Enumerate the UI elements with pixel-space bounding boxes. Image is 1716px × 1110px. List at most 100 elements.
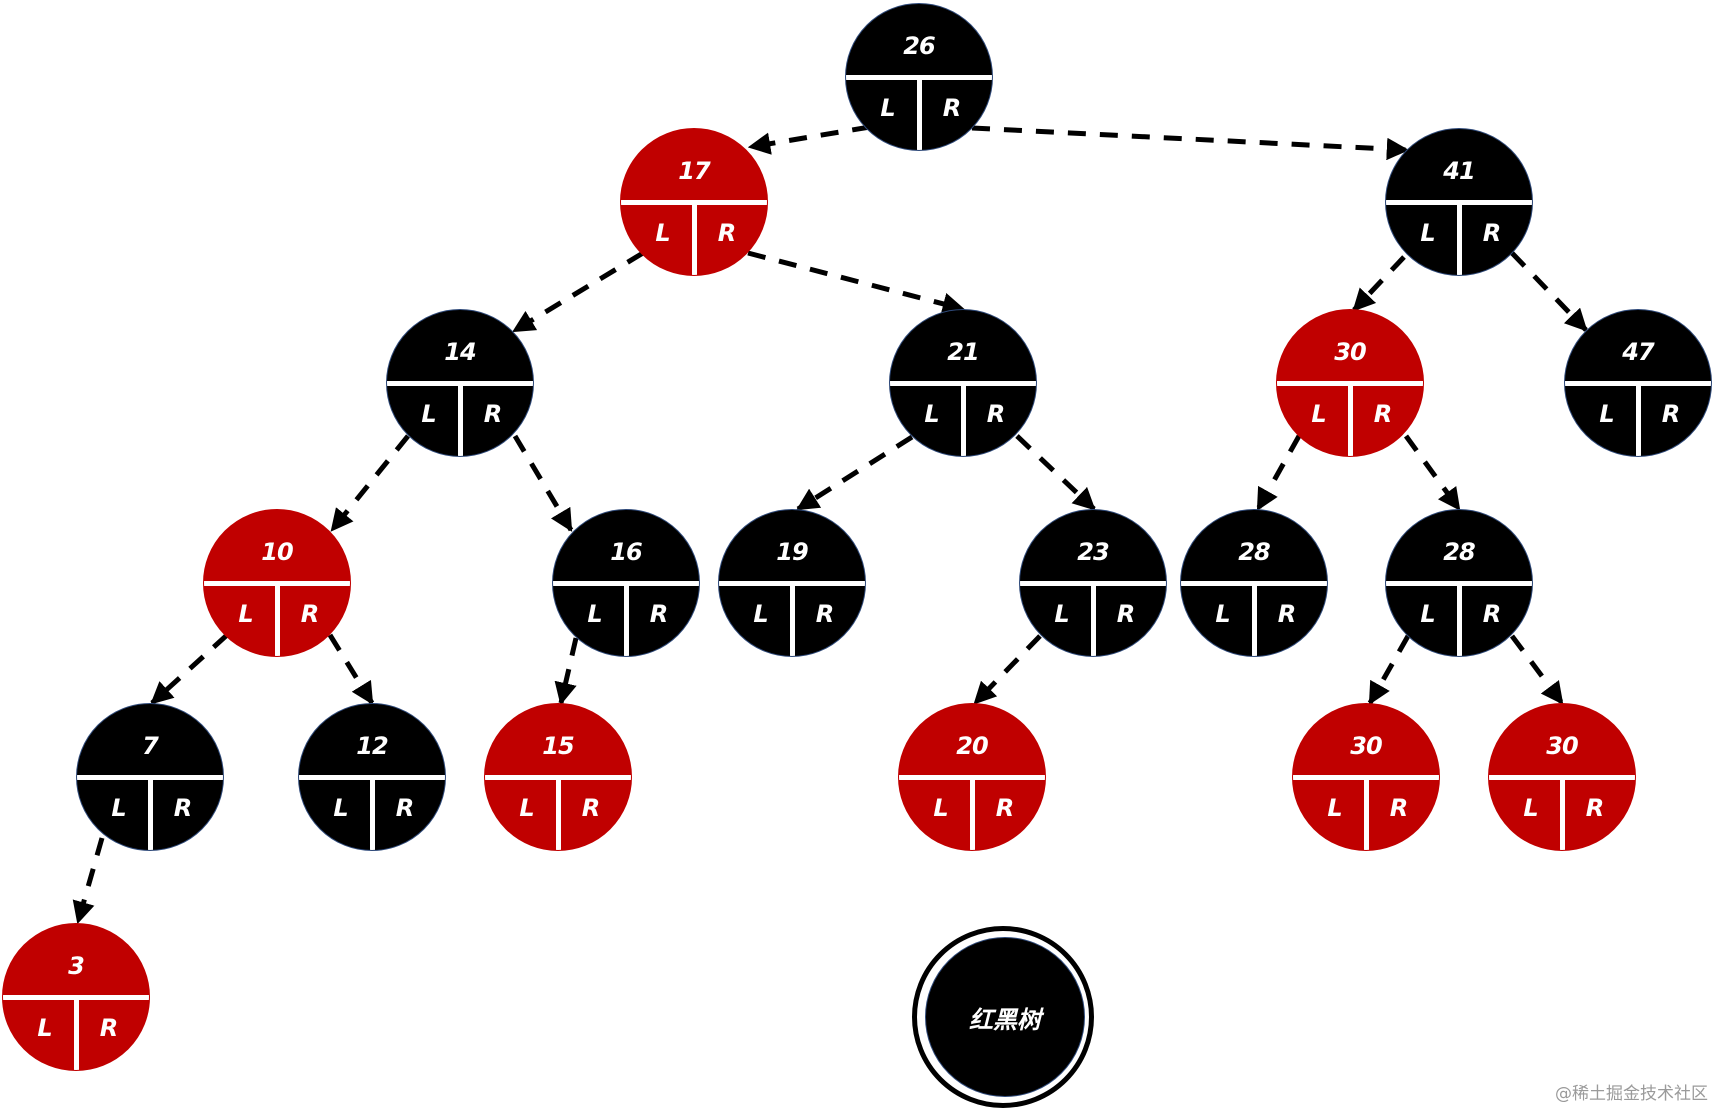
right-child-pointer: R xyxy=(942,94,962,122)
node-divider-horizontal xyxy=(1293,775,1439,780)
right-child-pointer: R xyxy=(1373,400,1393,428)
left-child-pointer: L xyxy=(37,1014,53,1042)
node-value: 30 xyxy=(1350,732,1382,760)
node-divider-vertical xyxy=(961,384,966,456)
node-divider-horizontal xyxy=(846,75,992,80)
node-value: 28 xyxy=(1443,538,1475,566)
node-divider-vertical xyxy=(1457,203,1462,275)
node-divider-horizontal xyxy=(1277,381,1423,386)
edge-n21-to-n23 xyxy=(1015,434,1096,511)
node-divider-vertical xyxy=(917,78,922,150)
edge-n7-to-n3 xyxy=(72,837,105,925)
watermark: @稀土掘金技术社区 xyxy=(1555,1084,1708,1104)
node-divider-horizontal xyxy=(485,775,631,780)
node-divider-vertical xyxy=(970,778,975,850)
right-child-pointer: R xyxy=(1482,600,1502,628)
right-child-pointer: R xyxy=(717,219,737,247)
edge-n28b-to-n30b xyxy=(1367,634,1411,705)
node-value: 23 xyxy=(1077,538,1109,566)
right-child-pointer: R xyxy=(395,794,415,822)
node-divider-vertical xyxy=(275,584,280,656)
node-value: 15 xyxy=(542,732,574,760)
left-child-pointer: L xyxy=(587,600,603,628)
right-child-pointer: R xyxy=(1277,600,1297,628)
node-value: 14 xyxy=(444,338,476,366)
right-child-pointer: R xyxy=(99,1014,119,1042)
left-child-pointer: L xyxy=(753,600,769,628)
node-divider-vertical xyxy=(74,998,79,1070)
right-child-pointer: R xyxy=(1585,794,1605,822)
node-divider-vertical xyxy=(1457,584,1462,656)
edge-n30a-to-n28b xyxy=(1403,434,1462,511)
right-child-pointer: R xyxy=(483,400,503,428)
node-value: 26 xyxy=(903,32,935,60)
edge-n41-to-n47 xyxy=(1510,251,1588,332)
right-child-pointer: R xyxy=(995,794,1015,822)
left-child-pointer: L xyxy=(655,219,671,247)
right-child-pointer: R xyxy=(649,600,669,628)
right-child-pointer: R xyxy=(300,600,320,628)
edge-n41-to-n30a xyxy=(1352,255,1406,312)
node-value: 30 xyxy=(1334,338,1366,366)
node-divider-horizontal xyxy=(387,381,533,386)
edge-n16-to-n15 xyxy=(554,637,579,706)
right-child-pointer: R xyxy=(1482,219,1502,247)
left-child-pointer: L xyxy=(1054,600,1070,628)
node-divider-vertical xyxy=(148,778,153,850)
node-divider-vertical xyxy=(1636,384,1641,456)
right-child-pointer: R xyxy=(986,400,1006,428)
right-child-pointer: R xyxy=(1116,600,1136,628)
node-divider-vertical xyxy=(790,584,795,656)
node-divider-vertical xyxy=(1091,584,1096,656)
node-value: 3 xyxy=(68,952,85,980)
right-child-pointer: R xyxy=(581,794,601,822)
node-divider-horizontal xyxy=(3,995,149,1000)
node-divider-vertical xyxy=(692,203,697,275)
edge-n26-to-n41 xyxy=(971,125,1410,161)
legend-badge: 红黑树 xyxy=(925,937,1085,1097)
node-value: 17 xyxy=(678,157,710,185)
node-divider-vertical xyxy=(370,778,375,850)
left-child-pointer: L xyxy=(1311,400,1327,428)
left-child-pointer: L xyxy=(238,600,254,628)
right-child-pointer: R xyxy=(1661,400,1681,428)
node-divider-horizontal xyxy=(621,200,767,205)
node-divider-horizontal xyxy=(719,581,865,586)
right-child-pointer: R xyxy=(815,600,835,628)
node-divider-horizontal xyxy=(1020,581,1166,586)
edge-n17-to-n21 xyxy=(747,250,966,315)
node-value: 7 xyxy=(142,732,159,760)
left-child-pointer: L xyxy=(933,794,949,822)
left-child-pointer: L xyxy=(519,794,535,822)
right-child-pointer: R xyxy=(173,794,193,822)
node-value: 12 xyxy=(356,732,388,760)
node-value: 19 xyxy=(776,538,808,566)
legend-title: 红黑树 xyxy=(969,1005,1041,1034)
node-value: 21 xyxy=(947,338,979,366)
right-child-pointer: R xyxy=(1389,794,1409,822)
node-value: 28 xyxy=(1238,538,1270,566)
node-divider-horizontal xyxy=(299,775,445,780)
node-divider-vertical xyxy=(1252,584,1257,656)
edge-n23-to-n20 xyxy=(973,634,1042,705)
node-value: 16 xyxy=(610,538,642,566)
left-child-pointer: L xyxy=(111,794,127,822)
edge-n10-to-n7 xyxy=(150,633,229,705)
left-child-pointer: L xyxy=(1215,600,1231,628)
node-divider-horizontal xyxy=(890,381,1036,386)
node-value: 30 xyxy=(1546,732,1578,760)
node-divider-horizontal xyxy=(77,775,223,780)
